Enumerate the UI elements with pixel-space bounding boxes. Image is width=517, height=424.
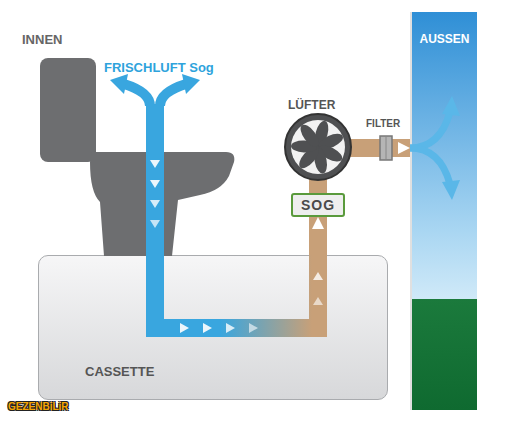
inflow-arrow-head <box>110 74 128 94</box>
outflow-arrow <box>410 112 450 148</box>
label-holder: GEZENBiLiR <box>8 396 69 414</box>
airflow-label: FRISCHLUFT Sog <box>104 60 214 75</box>
outflow-arrow-head <box>442 96 460 116</box>
outflow-arrow-head <box>442 180 460 200</box>
node-text: AUSSEN <box>412 12 477 46</box>
air-duct <box>309 217 327 255</box>
fan-symbol <box>285 114 351 180</box>
filter-symbol <box>380 136 392 160</box>
node-text: CASSETTE <box>39 256 387 379</box>
outside-panel: AUSSEN <box>410 12 477 410</box>
flow-triangles <box>150 160 323 333</box>
fan-label: LÜFTER <box>288 98 335 112</box>
inflow-arrow <box>124 84 150 106</box>
label-holder: FRISCHLUFT Sog <box>104 58 214 76</box>
label-holder: FILTER <box>366 113 400 131</box>
outflow-arrow <box>410 148 450 184</box>
inflow-arrow-head <box>182 74 200 94</box>
sog-valve-box: SOG <box>291 193 345 217</box>
label-holder: LÜFTER <box>288 95 335 113</box>
area-label: INNEN <box>22 32 62 47</box>
watermark: GEZENBiLiR <box>8 401 69 412</box>
node-text: SOG <box>301 197 335 213</box>
filter-symbol <box>386 137 387 159</box>
cassette-tank: CASSETTE <box>38 255 388 400</box>
label-holder: INNEN <box>22 30 62 48</box>
inflow-arrow <box>160 84 186 106</box>
filter-label: FILTER <box>366 118 400 129</box>
toilet-tank <box>40 58 96 162</box>
